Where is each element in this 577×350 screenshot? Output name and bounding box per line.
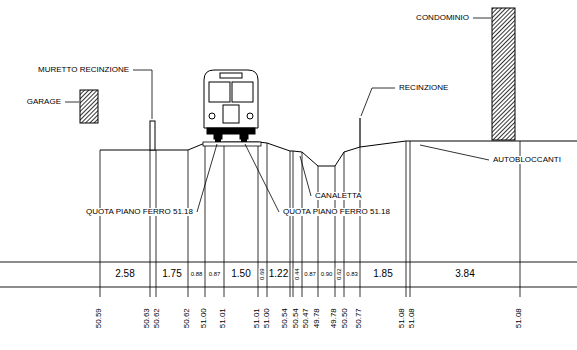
dimension-value: 1.50	[230, 269, 251, 280]
elevation-value: 51.00	[263, 308, 271, 328]
building-label: GARAGE	[26, 98, 62, 106]
ground-profile	[100, 141, 577, 166]
elevation-value: 50.63	[143, 308, 151, 328]
elevation-value: 50.62	[183, 308, 191, 328]
dimension-value: 2.58	[114, 269, 135, 280]
elevation-ticks	[100, 287, 520, 297]
dimension-value: 3.84	[454, 269, 475, 280]
elevation-value: 50.47	[302, 308, 310, 328]
elevation-value: 51.08	[398, 308, 406, 328]
band-line	[0, 287, 577, 288]
elevation-value: 51.08	[408, 308, 416, 328]
dimension-value: 1.85	[372, 269, 393, 280]
elevation-value: 50.59	[95, 308, 103, 328]
dimension-value: 0.88	[190, 271, 204, 277]
muretto-wall	[150, 121, 155, 150]
condominio-block	[492, 8, 515, 140]
dimension-value: 1.22	[268, 269, 289, 280]
dimension-value: 0.69	[258, 269, 264, 281]
fence-post	[359, 118, 360, 147]
rail-level-label: QUOTA PIANO FERRO 51.18	[85, 208, 194, 216]
dimension-value: 0.62	[335, 269, 341, 281]
elevation-value: 50.77	[355, 308, 363, 328]
rail	[241, 139, 247, 142]
elevation-value: 50.54	[292, 308, 300, 328]
garage-block	[80, 90, 98, 123]
leader-lines	[65, 18, 491, 212]
elevation-value: 51.00	[200, 308, 208, 328]
paving-label: AUTOBLOCCANTI	[492, 156, 562, 164]
elevation-value: 49.78	[330, 308, 338, 328]
train-front	[204, 70, 258, 139]
elevation-value: 49.78	[313, 308, 321, 328]
fence-label: RECINZIONE	[398, 84, 449, 92]
dimension-value: 0.44	[293, 269, 299, 281]
dimension-value: 0.87	[303, 271, 317, 277]
building-label: CONDOMINIO	[415, 14, 470, 22]
rail	[215, 139, 221, 142]
dimension-value: 1.75	[161, 269, 182, 280]
elevation-value: 50.62	[153, 308, 161, 328]
elevation-value: 51.01	[219, 308, 227, 328]
elevation-value: 51.01	[253, 308, 261, 328]
elevation-value: 51.08	[515, 308, 523, 328]
sleeper	[203, 142, 261, 146]
rail-level-label: QUOTA PIANO FERRO 51.18	[282, 208, 391, 216]
dimension-value: 0.87	[208, 271, 222, 277]
drain-label: CANALETTA	[314, 192, 363, 200]
band-line	[0, 262, 577, 263]
wall-label: MURETTO RECINZIONE	[37, 66, 130, 74]
elevation-value: 50.54	[281, 308, 289, 328]
dimension-value: 0.83	[345, 271, 359, 277]
elevation-value: 50.50	[341, 308, 349, 328]
dimension-value: 0.90	[320, 271, 334, 277]
